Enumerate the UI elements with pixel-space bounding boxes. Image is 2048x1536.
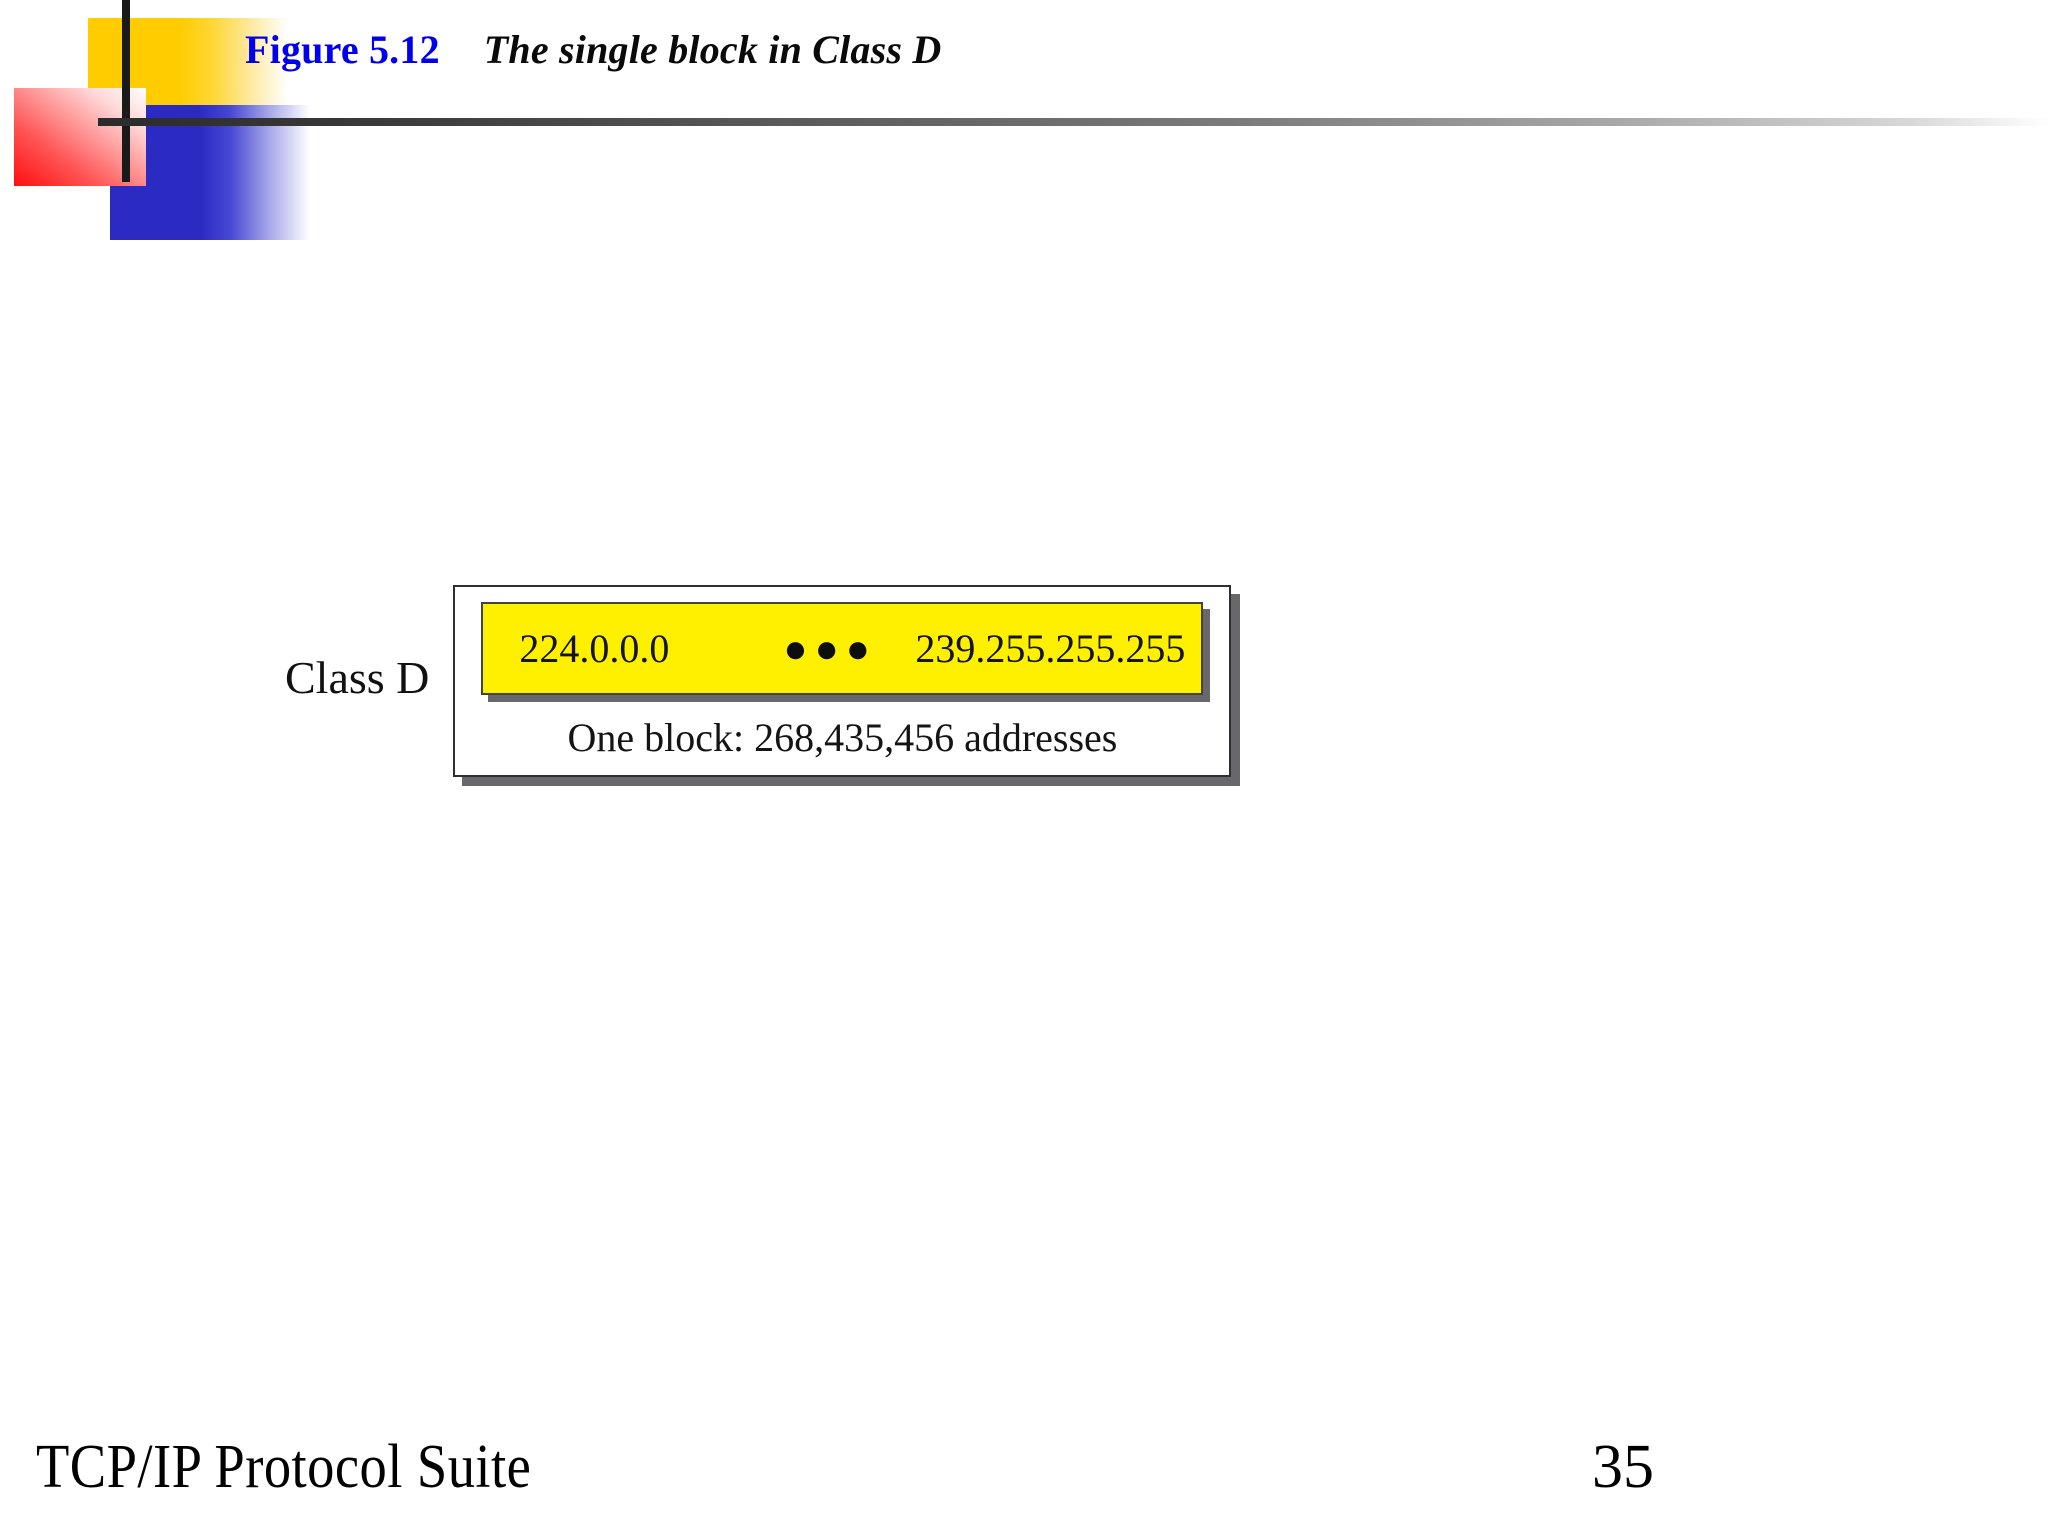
class-d-block-diagram: Class D 224.0.0.0 ●●● 239.255.255.255 On… [285, 585, 1232, 777]
horizontal-rule-decoration [98, 118, 2048, 126]
class-d-block-container: 224.0.0.0 ●●● 239.255.255.255 One block:… [453, 585, 1232, 777]
header-ornament [0, 0, 460, 250]
vertical-rule-decoration [122, 0, 130, 182]
class-d-row-label: Class D [285, 652, 430, 703]
page-title: Figure 5.12 The single block in Class D [245, 26, 941, 73]
ellipsis-icon: ●●● [783, 626, 877, 671]
first-address-label: 224.0.0.0 [519, 626, 670, 671]
address-range-bar: 224.0.0.0 ●●● 239.255.255.255 [481, 602, 1204, 695]
figure-number-label: Figure 5.12 [245, 27, 440, 72]
block-size-caption: One block: 268,435,456 addresses [567, 715, 1118, 760]
footer-page-number: 35 [1592, 1433, 1654, 1501]
last-address-label: 239.255.255.255 [915, 626, 1186, 671]
figure-caption-label: The single block in Class D [483, 27, 942, 72]
footer-book-title: TCP/IP Protocol Suite [36, 1433, 532, 1501]
